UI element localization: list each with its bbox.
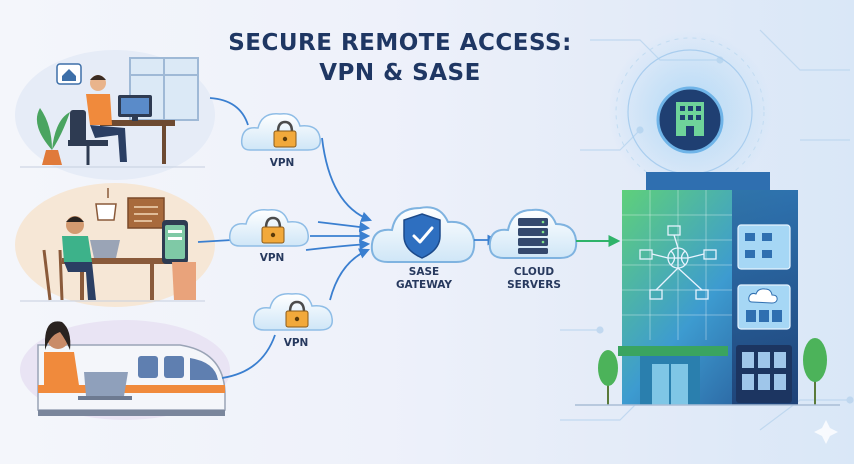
- sase-gateway-label-line2: GATEWAY: [395, 279, 453, 291]
- padlock-icon: [261, 216, 285, 244]
- home-office-user: [15, 50, 215, 180]
- cloud-servers-label-line1: CLOUD: [513, 266, 555, 278]
- cloud-servers-cloud[interactable]: [488, 208, 578, 259]
- sase-gateway-cloud[interactable]: [370, 206, 476, 263]
- sase-gateway-label-line1: SASE: [408, 266, 440, 278]
- home-icon: [56, 63, 82, 85]
- office-building-icon: [656, 86, 724, 154]
- vpn-cloud-3[interactable]: [252, 293, 333, 331]
- server-rack-icon: [518, 218, 548, 254]
- padlock-icon: [285, 300, 309, 328]
- cloud-servers-label: CLOUD SERVERS: [498, 266, 570, 292]
- sase-gateway-label: SASE GATEWAY: [388, 266, 460, 292]
- page-title-line-1: SECURE REMOTE ACCESS:: [228, 30, 572, 56]
- cloud-servers-label-line2: SERVERS: [507, 279, 561, 291]
- cafe-user: [15, 183, 215, 307]
- vpn-to-gateway-links: [305, 137, 373, 301]
- user-to-vpn-links: [197, 97, 276, 379]
- page-title-line-2: VPN & SASE: [319, 60, 481, 86]
- sparkle-decoration: [814, 420, 838, 444]
- vpn-cloud-2[interactable]: [228, 209, 309, 247]
- padlock-icon: [273, 120, 297, 148]
- smartphone: [162, 220, 196, 300]
- vpn-label-2: VPN: [259, 252, 285, 264]
- vpn-cloud-1[interactable]: [240, 113, 321, 151]
- corporate-headquarters: [575, 30, 840, 406]
- shield-check-icon: [403, 213, 441, 259]
- vpn-label-3: VPN: [283, 337, 309, 349]
- train-user: [20, 320, 230, 420]
- vpn-label-1: VPN: [269, 157, 295, 169]
- cloud-icon: [737, 224, 791, 330]
